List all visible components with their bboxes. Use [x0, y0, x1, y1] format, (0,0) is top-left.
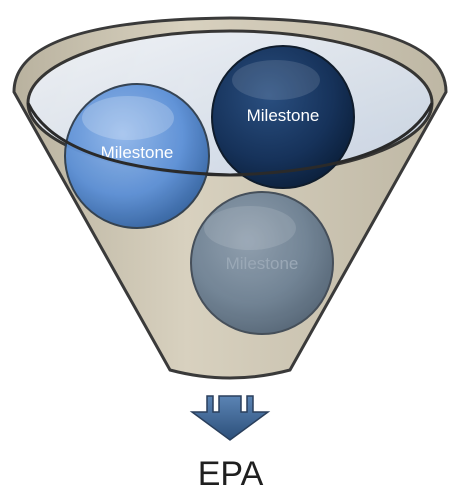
milestone-3-label: Milestone: [226, 254, 299, 273]
milestone-1: Milestone: [64, 83, 210, 229]
milestone-2-bubble: [211, 45, 355, 189]
milestone-3: Milestone: [190, 191, 334, 335]
milestone-3-highlight: [204, 206, 296, 250]
milestone-3-bubble: [190, 191, 334, 335]
milestone-2-highlight: [232, 60, 320, 100]
milestone-1-label: Milestone: [101, 143, 174, 162]
milestone-2: Milestone: [211, 45, 355, 189]
milestone-2-label: Milestone: [247, 106, 320, 125]
milestone-1-bubble: [64, 83, 210, 229]
funnel-rim-front: [26, 102, 434, 177]
down-arrow-icon: [189, 395, 271, 441]
milestone-1-highlight: [82, 96, 174, 140]
output-label: EPA: [197, 455, 264, 493]
